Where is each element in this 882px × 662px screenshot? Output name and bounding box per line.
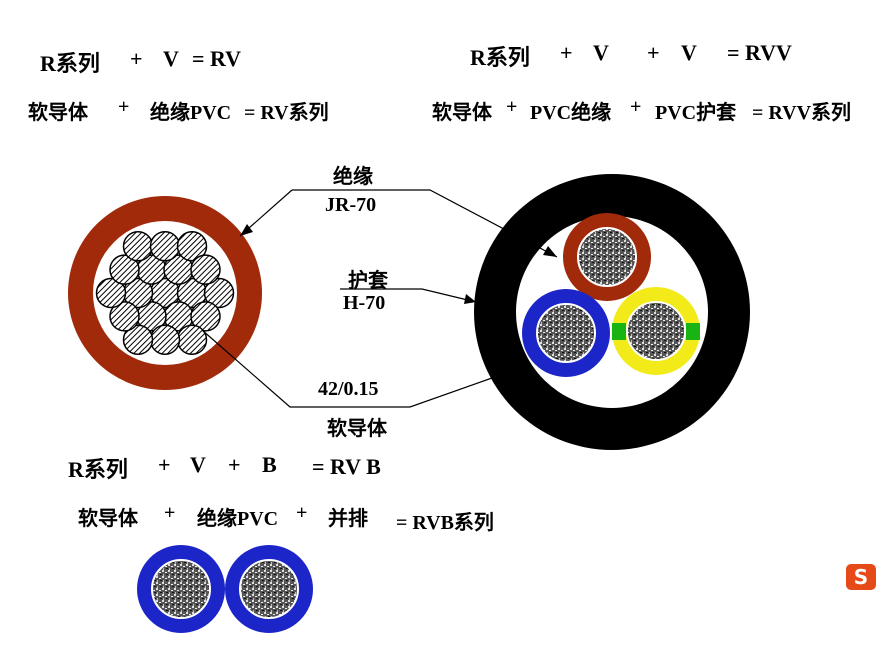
leader-arrowheads xyxy=(240,224,557,304)
rv-component-result: = RV系列 xyxy=(244,102,329,124)
rvb-component-result: = RVB系列 xyxy=(396,512,494,534)
rvv-component-plus-2: + xyxy=(630,96,642,118)
rv-strand xyxy=(122,230,154,262)
sogou-s-icon: S xyxy=(846,564,876,590)
rv-strand xyxy=(176,230,208,262)
rvb-component-conductor: 软导体 xyxy=(78,508,138,530)
rv-strand xyxy=(203,277,235,309)
rvv-core-yellow-green xyxy=(612,287,700,375)
rv-strand xyxy=(190,254,221,285)
insulation-label: 绝缘 xyxy=(333,166,373,188)
rv-component-conductor: 软导体 xyxy=(28,102,88,124)
rvv-cable xyxy=(474,174,750,450)
rv-strand xyxy=(95,277,127,309)
rvv-formula-plus-2: + xyxy=(647,40,660,65)
conductor-spec-label: 42/0.15 xyxy=(318,378,379,400)
rv-component-insulation: 绝缘PVC xyxy=(150,102,232,124)
sheath-code-label: H-70 xyxy=(343,292,386,314)
insulation-leader-right xyxy=(292,189,558,258)
rv-formula-plus: + xyxy=(130,46,143,71)
rv-formula-result: = RV xyxy=(192,46,242,71)
rvb-component-plus-2: + xyxy=(296,502,308,524)
rvv-core-brown xyxy=(563,213,651,301)
rvv-component-result: = RVV系列 xyxy=(752,102,852,124)
sheath-leader xyxy=(340,288,477,303)
rvb-formula-v: V xyxy=(190,452,206,477)
rvb-formula-result: = RV B xyxy=(312,454,381,479)
rvv-component-sheath: PVC护套 xyxy=(655,102,737,124)
rvb-formula-series: R系列 xyxy=(68,457,128,482)
rvb-formula-b: B xyxy=(262,452,277,477)
rvv-formula-v-1: V xyxy=(593,40,609,65)
rvb-formula-plus-2: + xyxy=(228,452,241,477)
rv-strand xyxy=(149,324,181,356)
rv-strand xyxy=(122,324,154,356)
rv-strand xyxy=(149,230,181,262)
rv-strand xyxy=(109,254,140,285)
rv-strand xyxy=(109,301,140,332)
insulation-code-label: JR-70 xyxy=(325,194,377,216)
rv-formula-v: V xyxy=(163,46,179,71)
rvb-core-right xyxy=(225,545,313,633)
rv-conductor-strands xyxy=(95,230,235,356)
rv-component-plus: + xyxy=(118,96,130,118)
rvb-core-left xyxy=(137,545,225,633)
rvb-cable xyxy=(137,545,313,633)
rv-formula-series: R系列 xyxy=(40,51,100,76)
rvv-component-insulation: PVC绝缘 xyxy=(530,102,612,124)
conductor-leader xyxy=(201,329,493,408)
rvv-component-plus-1: + xyxy=(506,96,518,118)
rv-strand xyxy=(190,301,221,332)
rvv-formula-plus-1: + xyxy=(560,40,573,65)
rvv-component-conductor: 软导体 xyxy=(432,102,492,124)
rvb-formula-plus-1: + xyxy=(158,452,171,477)
sheath-label: 护套 xyxy=(348,270,388,292)
rvv-formula-result: = RVV xyxy=(727,40,792,65)
insulation-arrow-right xyxy=(543,246,557,257)
rvv-core-blue xyxy=(522,289,610,377)
rvb-component-parallel: 并排 xyxy=(328,508,368,530)
rvv-formula-v-2: V xyxy=(681,40,697,65)
insulation-arrow-left xyxy=(240,224,253,236)
conductor-label: 软导体 xyxy=(327,418,387,440)
rv-cable xyxy=(68,196,262,390)
rvv-formula-series: R系列 xyxy=(470,45,530,70)
rv-strand xyxy=(176,324,208,356)
rvb-component-plus-1: + xyxy=(164,502,176,524)
rvb-component-insulation: 绝缘PVC xyxy=(197,508,279,530)
sheath-arrow xyxy=(464,294,476,304)
